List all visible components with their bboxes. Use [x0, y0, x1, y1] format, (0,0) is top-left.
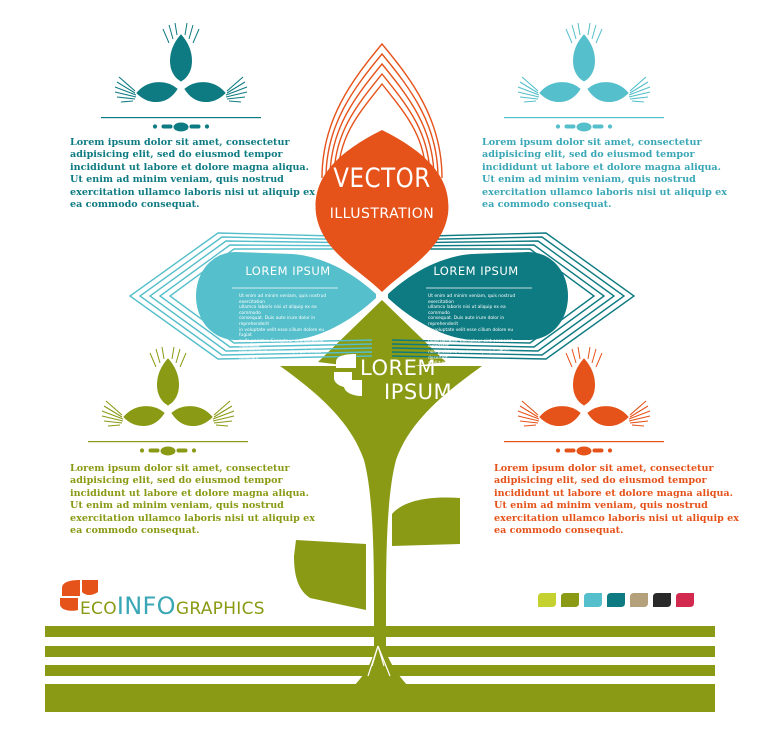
ornament-top-right	[503, 22, 665, 132]
right-leaf	[388, 232, 636, 360]
center-petal	[315, 42, 449, 292]
ornament-bottom-right	[503, 346, 665, 456]
stem-leaf-right	[392, 497, 460, 546]
roots	[367, 645, 391, 677]
palette-swatch	[653, 593, 671, 607]
eco-infographics-logo: ECOINFOGRAPHICS	[80, 592, 265, 620]
stem-label-line1: LOREM	[360, 356, 436, 380]
right-leaf-body: Ut enim ad minim veniam, quis nostrud ex…	[428, 294, 516, 367]
paragraph-bottom-right: Lorem ipsum dolor sit amet, consectetur …	[494, 463, 739, 537]
left-leaf-body: Ut enim ad minim veniam, quis nostrud ex…	[239, 294, 327, 367]
palette-swatch	[607, 593, 625, 607]
palette-swatch	[676, 593, 694, 607]
palette-swatch	[561, 593, 579, 607]
left-leaf-title: LOREM IPSUM	[245, 264, 331, 278]
palette-swatch	[538, 593, 556, 607]
logo-part-info: INFO	[116, 592, 176, 620]
paragraph-bottom-left: Lorem ipsum dolor sit amet, consectetur …	[70, 463, 315, 537]
ornament-top-left	[100, 22, 262, 132]
stem-label: LOREM IPSUM	[360, 356, 452, 404]
color-palette	[538, 593, 694, 607]
logo-part-graphics: GRAPHICS	[175, 599, 265, 619]
stem-label-line2: IPSUM	[384, 380, 453, 404]
paragraph-top-left: Lorem ipsum dolor sit amet, consectetur …	[70, 137, 315, 211]
center-petal-subtitle: ILLUSTRATION	[329, 206, 435, 222]
stem-leaf-left	[294, 540, 366, 610]
logo-leaf-icon	[60, 580, 98, 611]
palette-swatch	[630, 593, 648, 607]
right-leaf-title: LOREM IPSUM	[433, 264, 519, 278]
paragraph-top-right: Lorem ipsum dolor sit amet, consectetur …	[482, 137, 727, 211]
palette-swatch	[584, 593, 602, 607]
center-petal-title: VECTOR	[333, 164, 431, 194]
logo-part-eco: ECO	[80, 599, 117, 619]
leaf-mark-icon	[334, 354, 362, 396]
ornament-bottom-left	[87, 346, 249, 456]
left-leaf	[128, 232, 376, 360]
